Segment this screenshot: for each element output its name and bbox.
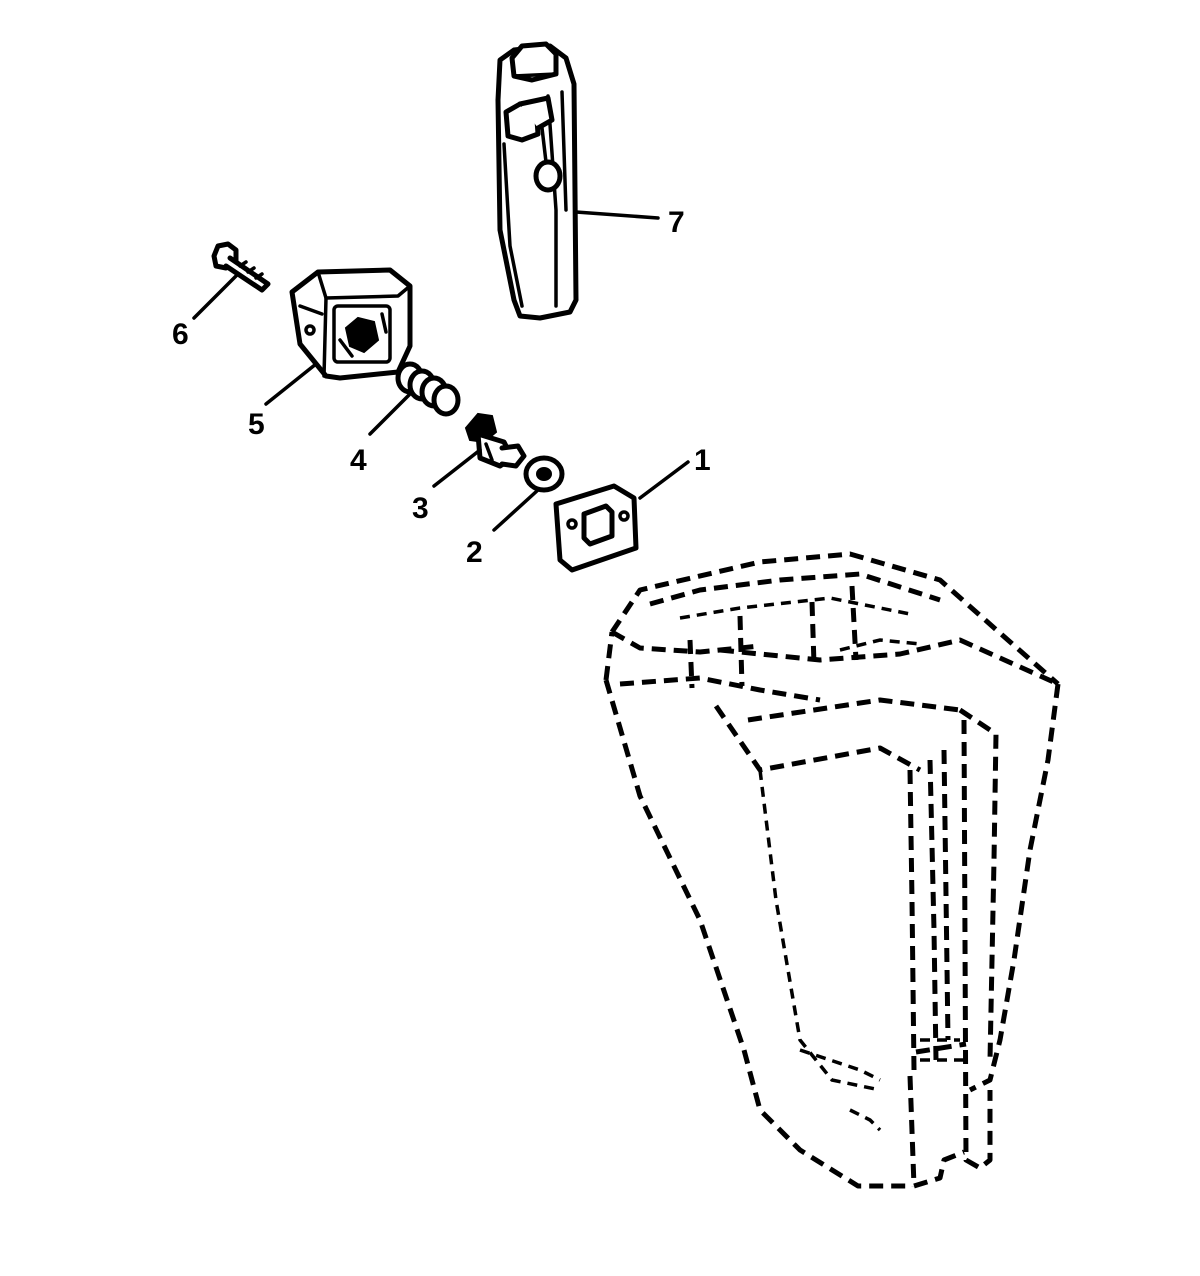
callout-2: 2 <box>466 536 483 569</box>
part-3-valve <box>464 412 527 469</box>
leader-5 <box>264 362 318 406</box>
callout-3: 3 <box>412 492 429 525</box>
leader-7 <box>574 210 660 220</box>
callout-1: 1 <box>694 444 711 477</box>
leader-6 <box>192 274 238 320</box>
callout-7: 7 <box>668 206 685 239</box>
phantom-housing-outline <box>603 551 1061 1189</box>
leader-lines <box>192 210 690 532</box>
part-4-spring <box>395 361 461 417</box>
leader-2 <box>492 488 540 532</box>
part-6-bolt <box>211 241 271 293</box>
leader-4 <box>368 390 414 436</box>
leader-1 <box>638 460 690 500</box>
part-1-gasket <box>553 483 639 573</box>
part-7-cover <box>495 41 579 321</box>
callout-6: 6 <box>172 318 189 351</box>
part-2-washer <box>523 455 565 493</box>
part-5-housing <box>289 267 413 381</box>
callout-4: 4 <box>350 444 367 477</box>
callout-5: 5 <box>248 408 265 441</box>
leader-3 <box>432 448 482 488</box>
